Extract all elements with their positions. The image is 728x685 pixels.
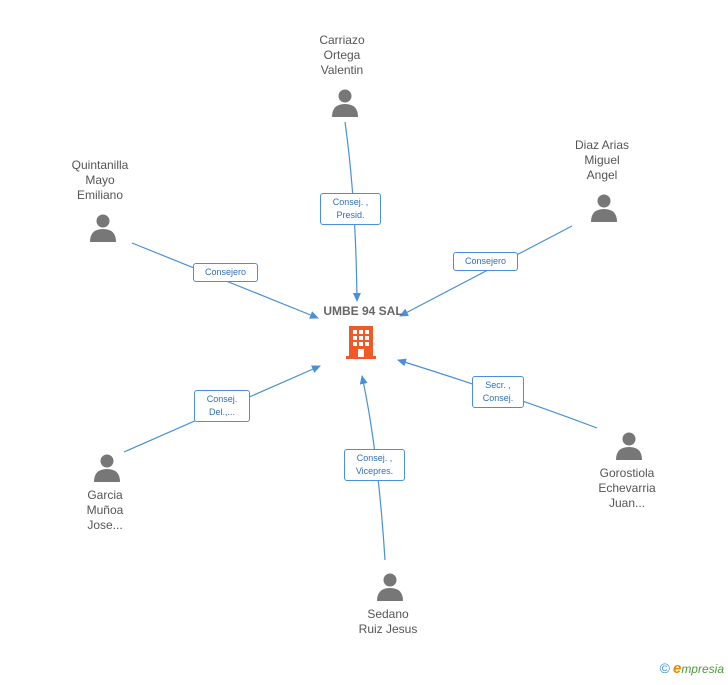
company-name[interactable]: UMBE 94 SAL — [323, 304, 403, 318]
person-name-line: Valentin — [320, 63, 364, 77]
person-name-line: Sedano — [367, 607, 409, 621]
person-name-carriazo[interactable]: Carriazo Ortega Valentin — [282, 33, 402, 78]
person-name-diaz[interactable]: Diaz Arias Miguel Angel — [542, 138, 662, 183]
edge-label-line: Del.,... — [208, 407, 235, 417]
person-name-line: Diaz Arias — [574, 138, 630, 152]
brand-initial: e — [672, 660, 682, 677]
brand-rest: mpresia — [681, 662, 724, 676]
edge-label-line: Consejero — [464, 256, 507, 266]
person-name-quintanilla[interactable]: Quintanilla Mayo Emiliano — [40, 158, 160, 203]
edge-label-carriazo[interactable]: Consej. , Presid. — [320, 193, 381, 225]
person-name-line: Gorostiola — [599, 466, 655, 480]
person-name-line: Quintanilla — [71, 158, 129, 172]
person-name-line: Mayo — [85, 173, 115, 187]
edge-label-diaz[interactable]: Consejero — [453, 252, 518, 271]
person-name-line: Ruiz Jesus — [358, 622, 418, 636]
edge-label-line: Consej. — [206, 394, 238, 404]
person-icon[interactable] — [614, 431, 644, 461]
edge-line-diaz — [399, 225, 573, 317]
brand-logo[interactable]: ©empresia — [660, 660, 724, 677]
person-icon[interactable] — [589, 193, 619, 223]
copyright-icon: © — [659, 660, 670, 676]
person-name-sedano[interactable]: Sedano Ruiz Jesus — [328, 607, 448, 637]
edge-label-sedano[interactable]: Consej. , Vicepres. — [344, 449, 405, 481]
edge-label-gorostiola[interactable]: Secr. , Consej. — [472, 376, 524, 408]
person-name-line: Garcia — [87, 488, 123, 502]
person-name-line: Carriazo — [319, 33, 365, 47]
edge-label-quintanilla[interactable]: Consejero — [193, 263, 258, 282]
person-name-line: Muñoa — [86, 503, 124, 517]
person-name-line: Ortega — [323, 48, 361, 62]
edge-label-line: Consej. , — [356, 453, 393, 463]
person-icon[interactable] — [330, 88, 360, 118]
person-name-line: Angel — [586, 168, 618, 182]
edge-label-line: Vicepres. — [355, 466, 394, 476]
edge-label-garcia[interactable]: Consej. Del.,... — [194, 390, 250, 422]
building-icon[interactable] — [344, 324, 378, 360]
person-name-line: Echevarria — [598, 481, 656, 495]
person-name-garcia[interactable]: Garcia Muñoa Jose... — [45, 488, 165, 533]
person-icon[interactable] — [88, 213, 118, 243]
edge-label-line: Presid. — [336, 210, 365, 220]
person-name-line: Juan... — [608, 496, 646, 510]
person-icon[interactable] — [375, 572, 405, 602]
person-icon[interactable] — [92, 453, 122, 483]
edge-label-line: Consej. — [482, 393, 514, 403]
person-name-gorostiola[interactable]: Gorostiola Echevarria Juan... — [567, 466, 687, 511]
edge-label-line: Consejero — [204, 267, 247, 277]
person-name-line: Jose... — [87, 518, 123, 532]
edge-label-line: Consej. , — [332, 197, 369, 207]
person-name-line: Miguel — [584, 153, 620, 167]
person-name-line: Emiliano — [76, 188, 124, 202]
edge-label-line: Secr. , — [485, 380, 511, 390]
